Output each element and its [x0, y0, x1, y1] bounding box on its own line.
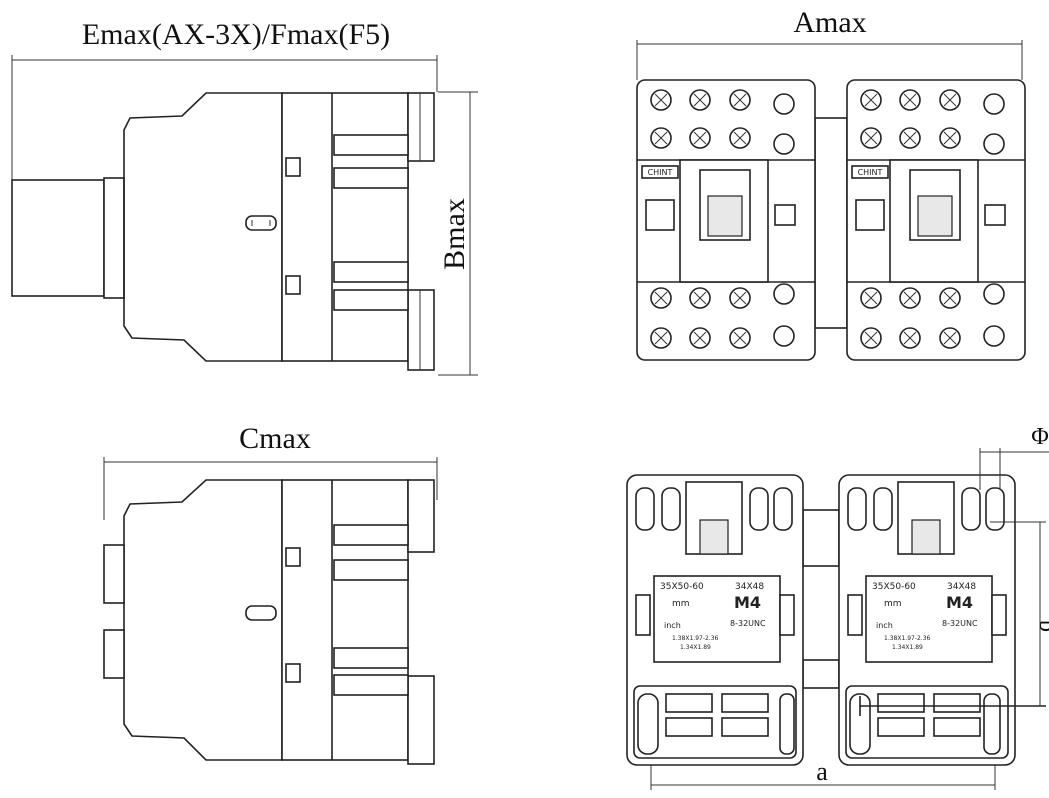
- side-view-top: Emax(AX-3X)/Fmax(F5) Bmax: [11, 18, 478, 376]
- brand-label-right: CHINT: [858, 168, 883, 177]
- mounting-view: 35X50-60 34X48 mm M4 inch 8-32UNC 1.38X1…: [626, 424, 1049, 790]
- plate-text-inch: inch: [664, 621, 681, 630]
- plate-text-screw: M4: [946, 593, 973, 612]
- plate-text-size: 35X50-60: [660, 582, 704, 592]
- label-bmax: Bmax: [438, 198, 471, 270]
- contactor-right: CHINT: [846, 79, 1026, 361]
- plate-text-mm: mm: [884, 599, 902, 609]
- label-cmax: Cmax: [239, 422, 311, 455]
- plate-text-note2: 1.34X1.89: [680, 644, 711, 651]
- plate-text-note1: 1.38X1.97-2.36: [672, 635, 719, 642]
- plate-text-note2: 1.34X1.89: [892, 644, 923, 651]
- plate-text-thread: 8-32UNC: [942, 619, 978, 628]
- mounting-plate-left: 35X50-60 34X48 mm M4 inch 8-32UNC 1.38X1…: [626, 474, 804, 766]
- plate-text-thread: 8-32UNC: [730, 619, 766, 628]
- label-amax: Amax: [793, 6, 866, 39]
- label-phi: Φ: [1031, 424, 1049, 450]
- plate-text-inch: inch: [876, 621, 893, 630]
- plate-text-note1: 1.38X1.97-2.36: [884, 635, 931, 642]
- plate-text-screw: M4: [734, 593, 761, 612]
- plate-text-mm: mm: [672, 599, 690, 609]
- plate-text-size-2: 34X48: [735, 582, 764, 592]
- label-emax-fmax: Emax(AX-3X)/Fmax(F5): [82, 18, 390, 51]
- contactor-left: CHINT: [636, 79, 816, 361]
- brand-label-left: CHINT: [648, 168, 673, 177]
- plate-text-size-2: 34X48: [947, 582, 976, 592]
- front-view: Amax CHINT: [636, 6, 1026, 361]
- side-view-bottom: Cmax: [103, 422, 438, 765]
- label-a: a: [816, 757, 828, 786]
- mounting-plate-right: 35X50-60 34X48 mm M4 inch 8-32UNC 1.38X1…: [838, 474, 1016, 766]
- label-b: b: [1034, 620, 1049, 632]
- plate-text-size: 35X50-60: [872, 582, 916, 592]
